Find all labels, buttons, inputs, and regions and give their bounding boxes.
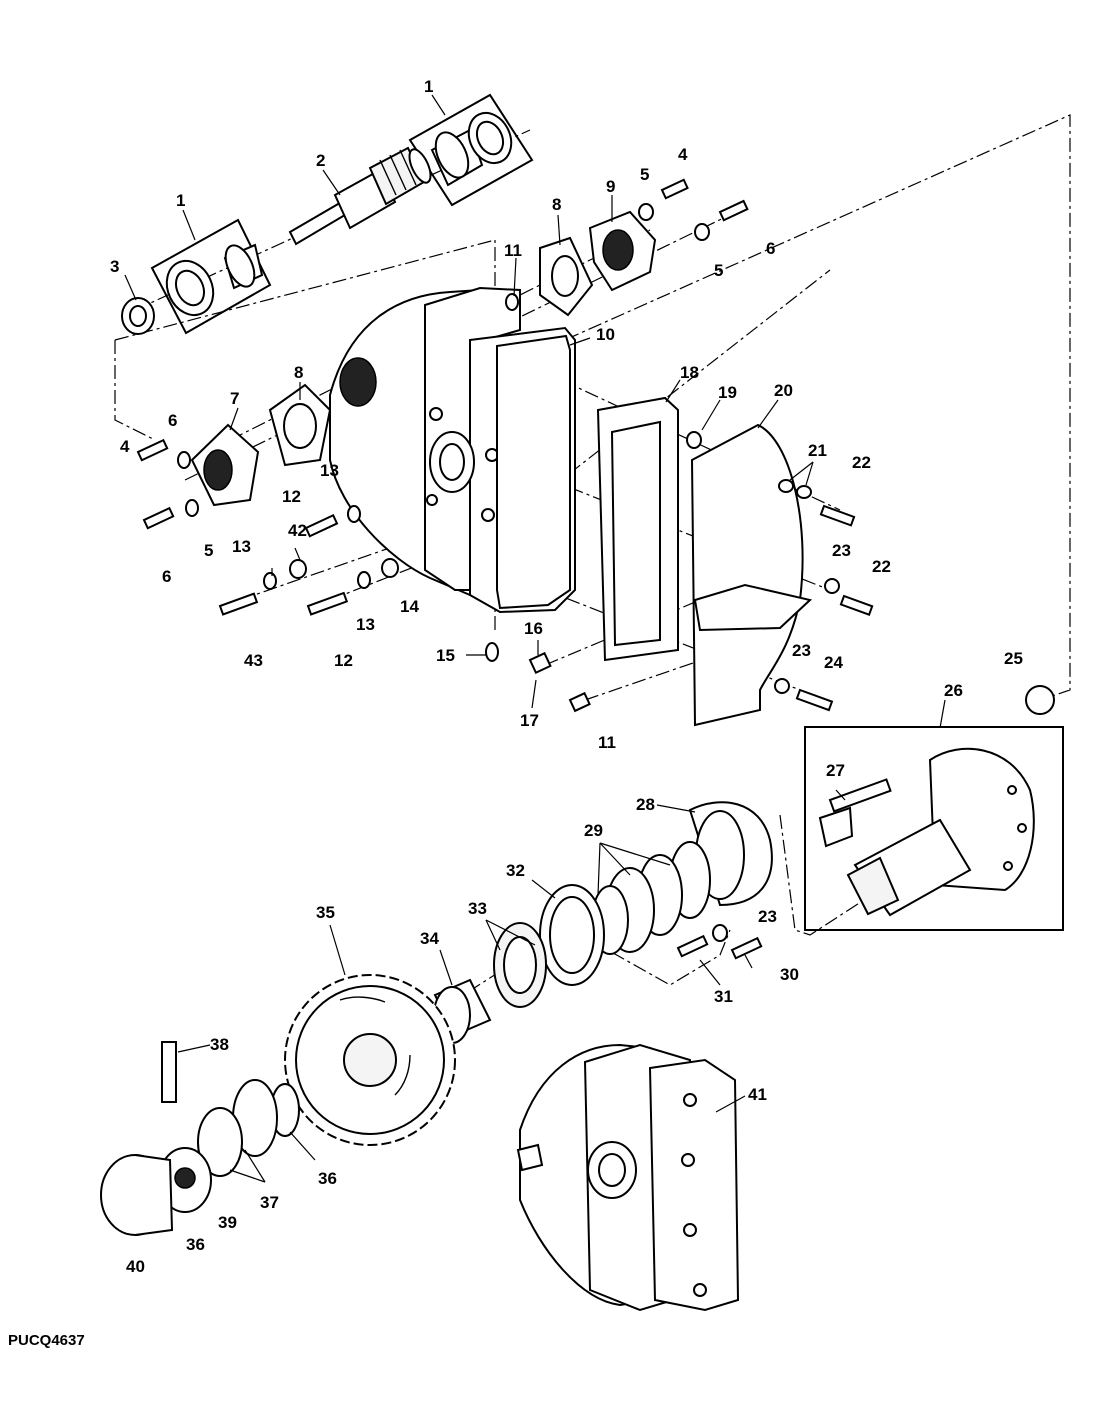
callout-38: 38 bbox=[210, 1035, 229, 1054]
callout-11: 11 bbox=[598, 733, 616, 752]
gasket-18 bbox=[596, 396, 679, 662]
gasket-8-upper bbox=[539, 236, 594, 317]
callout-36: 36 bbox=[318, 1169, 337, 1188]
callout-37: 37 bbox=[260, 1193, 279, 1212]
output-shaft-kit-26 bbox=[804, 726, 1064, 931]
callout-11: 11 bbox=[504, 241, 522, 260]
callout-23: 23 bbox=[758, 907, 777, 926]
callout-17: 17 bbox=[520, 711, 539, 730]
callout-1: 1 bbox=[424, 77, 433, 96]
key-38 bbox=[161, 1041, 177, 1103]
callout-19: 19 bbox=[718, 383, 737, 402]
callout-18: 18 bbox=[680, 363, 699, 382]
bull-gear-35 bbox=[284, 974, 456, 1146]
figure-code: PUCQ4637 bbox=[8, 1332, 85, 1349]
callout-35: 35 bbox=[316, 903, 335, 922]
callout-43: 43 bbox=[244, 651, 263, 670]
callout-9: 9 bbox=[606, 177, 615, 196]
pinion-shaft bbox=[288, 146, 432, 246]
callout-13: 13 bbox=[232, 537, 251, 556]
callout-12: 12 bbox=[334, 651, 353, 670]
callout-28: 28 bbox=[636, 795, 655, 814]
callout-6: 6 bbox=[162, 567, 171, 586]
callout-7: 7 bbox=[230, 389, 239, 408]
cover-20 bbox=[690, 423, 813, 727]
callout-22: 22 bbox=[872, 557, 891, 576]
shims-29 bbox=[591, 841, 711, 955]
callout-5: 5 bbox=[714, 261, 723, 280]
callout-40: 40 bbox=[126, 1257, 145, 1276]
bearing-kit-upper bbox=[408, 93, 534, 207]
callout-1: 1 bbox=[176, 191, 185, 210]
callout-5: 5 bbox=[640, 165, 649, 184]
callout-23: 23 bbox=[832, 541, 851, 560]
callout-5: 5 bbox=[204, 541, 213, 560]
cap-40 bbox=[100, 1154, 174, 1236]
callout-10: 10 bbox=[596, 325, 615, 344]
callout-16: 16 bbox=[524, 619, 543, 638]
callout-24: 24 bbox=[824, 653, 843, 672]
callout-23: 23 bbox=[792, 641, 811, 660]
callout-2: 2 bbox=[316, 151, 325, 170]
callout-6: 6 bbox=[766, 239, 775, 258]
callout-27: 27 bbox=[826, 761, 845, 780]
callout-39: 39 bbox=[218, 1213, 237, 1232]
flange-7 bbox=[190, 423, 260, 507]
callout-29: 29 bbox=[584, 821, 603, 840]
leader-lines bbox=[124, 94, 946, 1183]
callout-32: 32 bbox=[506, 861, 525, 880]
callout-31: 31 bbox=[714, 987, 733, 1006]
callout-34: 34 bbox=[420, 929, 439, 948]
callout-13: 13 bbox=[356, 615, 375, 634]
bearing-cones-33 bbox=[493, 922, 547, 1008]
callout-14: 14 bbox=[400, 597, 419, 616]
callout-12: 12 bbox=[282, 487, 301, 506]
bearing-cup-32 bbox=[539, 884, 605, 986]
callout-4: 4 bbox=[678, 145, 688, 164]
callout-8: 8 bbox=[552, 195, 561, 214]
bearing-kit-lower bbox=[150, 218, 272, 335]
callout-33: 33 bbox=[468, 899, 487, 918]
callout-41: 41 bbox=[748, 1085, 767, 1104]
callout-26: 26 bbox=[944, 681, 963, 700]
bearing-37 bbox=[197, 1079, 278, 1177]
callout-25: 25 bbox=[1004, 649, 1023, 668]
callout-labels: 1 1 2 3 4 4 5 5 5 6 6 6 7 8 8 9 10 11 11… bbox=[110, 77, 1023, 1276]
callout-30: 30 bbox=[780, 965, 799, 984]
gasket-8-left bbox=[268, 383, 332, 467]
callout-22: 22 bbox=[852, 453, 871, 472]
callout-8: 8 bbox=[294, 363, 303, 382]
callout-15: 15 bbox=[436, 646, 455, 665]
callout-20: 20 bbox=[774, 381, 793, 400]
callout-42: 42 bbox=[288, 521, 307, 540]
callout-3: 3 bbox=[110, 257, 119, 276]
hardware-set bbox=[136, 178, 1055, 960]
callout-21: 21 bbox=[808, 441, 827, 460]
callout-13: 13 bbox=[320, 461, 339, 480]
callout-36: 36 bbox=[186, 1235, 205, 1254]
assembled-unit-41 bbox=[516, 1043, 740, 1312]
callout-4: 4 bbox=[120, 437, 130, 456]
cover-plate-10 bbox=[496, 334, 571, 610]
callout-6: 6 bbox=[168, 411, 177, 430]
flange-9 bbox=[588, 210, 657, 292]
